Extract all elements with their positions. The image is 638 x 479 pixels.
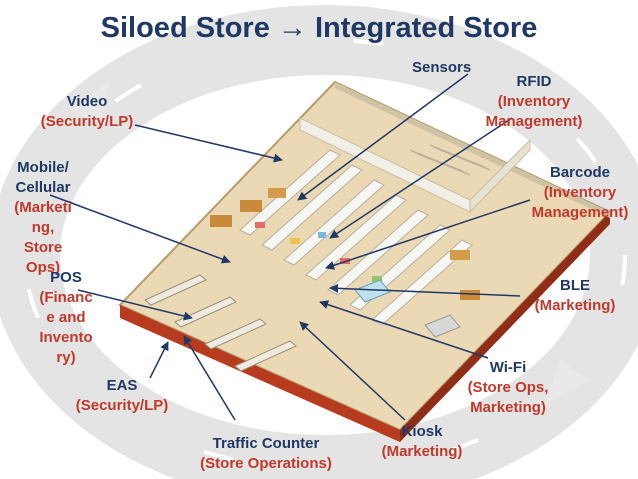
label-ble: BLE (Marketing) xyxy=(520,276,630,316)
title-right: Integrated Store xyxy=(314,12,538,44)
label-traffic-name: Traffic Counter xyxy=(212,435,320,452)
label-video-sub: (Security/LP) xyxy=(40,113,134,130)
label-wifi: Wi-Fi (Store Ops, Marketing) xyxy=(454,358,562,418)
connector-mobile xyxy=(49,194,231,264)
title-left: Siloed Store xyxy=(100,12,270,44)
label-rfid-sub-1: (Inventory xyxy=(497,93,571,110)
label-video: Video (Security/LP) xyxy=(32,92,142,132)
label-video-name: Video xyxy=(66,93,108,110)
label-pos-sub-3: Invento xyxy=(39,329,93,346)
label-pos: POS (Financ e and Invento ry) xyxy=(30,268,102,368)
label-traffic: Traffic Counter (Store Operations) xyxy=(186,434,346,474)
label-barcode: Barcode (Inventory Management) xyxy=(522,163,638,223)
label-ble-name: BLE xyxy=(560,277,590,294)
label-kiosk-name: Kiosk xyxy=(401,423,443,440)
page-title: Siloed Store → Integrated Store xyxy=(0,12,638,45)
connector-rfid xyxy=(329,117,513,239)
label-mobile-sub-3: Store xyxy=(23,239,63,256)
label-wifi-sub-2: Marketing) xyxy=(470,399,546,416)
label-mobile-sub-4: Ops) xyxy=(25,259,61,276)
label-mobile-name-2: Cellular xyxy=(15,179,71,196)
label-barcode-sub-1: (Inventory xyxy=(543,184,617,201)
label-sensors: Sensors xyxy=(412,58,471,78)
connector-video xyxy=(134,124,283,163)
connector-ble xyxy=(329,283,521,297)
right-arrow-icon: → xyxy=(277,12,307,44)
label-wifi-sub-1: (Store Ops, xyxy=(467,379,549,396)
background-ring xyxy=(0,5,638,479)
label-mobile: Mobile/ Cellular (Marketi ng, Store Ops) xyxy=(10,158,76,278)
label-pos-sub-1: (Financ xyxy=(39,289,93,306)
label-rfid-sub-2: Management) xyxy=(485,113,583,130)
label-mobile-sub-1: (Marketi xyxy=(14,199,72,216)
connector-traffic xyxy=(183,335,236,421)
label-pos-name: POS xyxy=(50,269,82,286)
connector-pos xyxy=(77,289,193,321)
store-floorplan xyxy=(118,80,612,442)
label-traffic-sub: (Store Operations) xyxy=(200,455,332,472)
connector-barcode xyxy=(325,199,531,270)
label-barcode-sub-2: Management) xyxy=(531,204,629,221)
label-kiosk: Kiosk (Marketing) xyxy=(372,422,472,462)
label-eas-name: EAS xyxy=(106,377,138,394)
label-rfid-name: RFID xyxy=(516,73,552,90)
label-mobile-name-1: Mobile/ xyxy=(17,159,69,176)
connector-wifi xyxy=(319,300,489,359)
label-eas-sub: (Security/LP) xyxy=(75,397,169,414)
label-pos-sub-4: ry) xyxy=(56,349,76,366)
connector-eas xyxy=(149,341,169,379)
label-pos-sub-2: e and xyxy=(46,309,86,326)
label-eas: EAS (Security/LP) xyxy=(64,376,180,416)
label-rfid: RFID (Inventory Management) xyxy=(476,72,592,132)
connector-sensors xyxy=(297,73,469,201)
label-ble-sub: (Marketing) xyxy=(534,297,616,314)
label-kiosk-sub: (Marketing) xyxy=(381,443,463,460)
label-wifi-name: Wi-Fi xyxy=(489,359,527,376)
label-barcode-name: Barcode xyxy=(549,164,611,181)
label-mobile-sub-2: ng, xyxy=(31,219,55,236)
label-sensors-name: Sensors xyxy=(412,59,472,76)
connector-kiosk xyxy=(299,321,406,421)
